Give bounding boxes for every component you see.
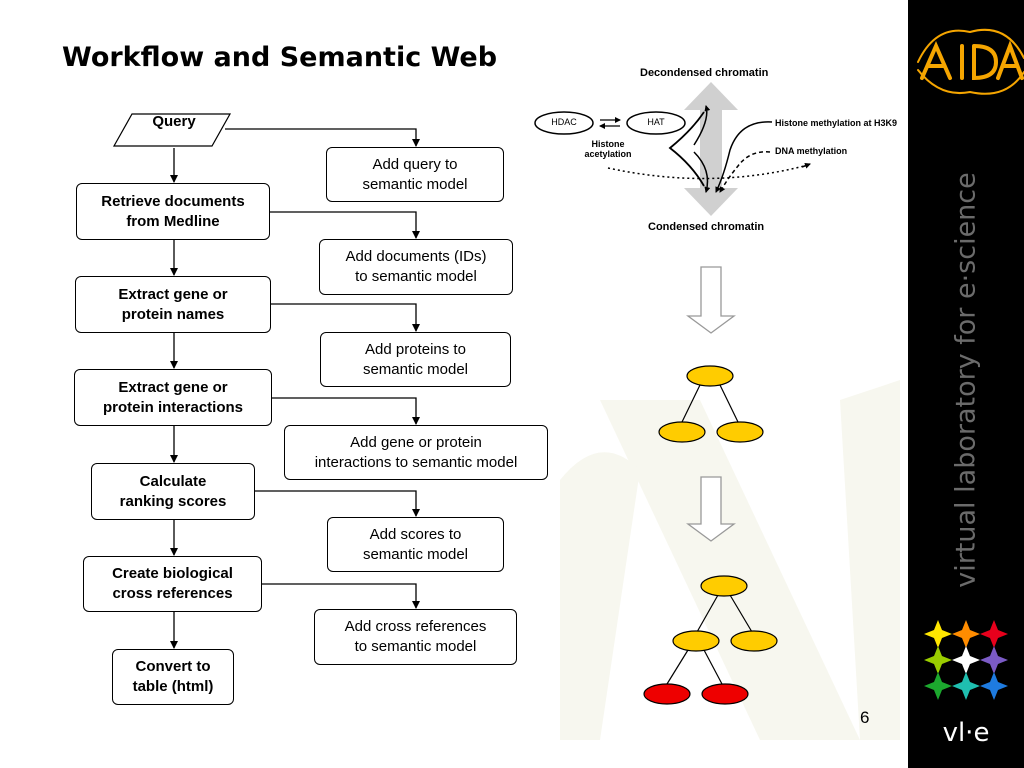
histone-acetylation-label: Histone acetylation xyxy=(584,139,632,159)
tree-node xyxy=(716,421,764,443)
down-arrow-1 xyxy=(686,266,736,334)
semantic-add-proteins: Add proteins to semantic model xyxy=(320,332,511,387)
query-shape xyxy=(112,113,232,147)
tree-small xyxy=(658,365,764,443)
histone-methylation-label: Histone methylation at H3K9 xyxy=(775,118,898,128)
semantic-add-documents: Add documents (IDs) to semantic model xyxy=(319,239,513,295)
semantic-add-interactions: Add gene or protein interactions to sema… xyxy=(284,425,548,480)
step-retrieve-documents: Retrieve documents from Medline xyxy=(76,183,270,240)
query-node: Query xyxy=(152,113,196,130)
step-extract-names: Extract gene or protein names xyxy=(75,276,271,333)
dna-methylation-label: DNA methylation xyxy=(775,146,848,156)
tree-node xyxy=(700,575,748,597)
step-ranking-scores: Calculate ranking scores xyxy=(91,463,255,520)
semantic-add-query: Add query to semantic model xyxy=(326,147,504,202)
tree-node xyxy=(658,421,706,443)
tree-node-red xyxy=(643,683,691,705)
step-extract-interactions: Extract gene or protein interactions xyxy=(74,369,272,426)
vle-logo-text: vl·e xyxy=(942,718,990,748)
tree-node xyxy=(686,365,734,387)
down-arrow-2 xyxy=(686,476,736,542)
semantic-add-scores: Add scores to semantic model xyxy=(327,517,504,572)
hdac-label: HDAC xyxy=(551,117,577,127)
decondensed-label: Decondensed chromatin xyxy=(640,67,769,79)
tree-node xyxy=(730,630,778,652)
semantic-add-cross-references: Add cross references to semantic model xyxy=(314,609,517,665)
tree-node xyxy=(672,630,720,652)
step-convert-table: Convert to table (html) xyxy=(112,649,234,705)
slide-title: Workflow and Semantic Web xyxy=(62,42,498,73)
step-cross-references: Create biological cross references xyxy=(83,556,262,612)
hat-label: HAT xyxy=(647,117,665,127)
tree-large xyxy=(643,575,778,705)
page-number: 6 xyxy=(860,708,870,727)
condensed-label: Condensed chromatin xyxy=(648,221,765,233)
tree-node-red xyxy=(701,683,749,705)
